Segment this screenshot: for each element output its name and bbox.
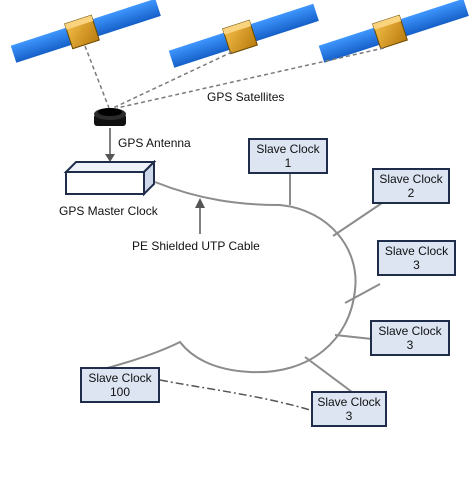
slave-clock-box: Slave Clock 3 — [370, 320, 450, 356]
satellite-icon — [10, 0, 161, 63]
slave-clock-box: Slave Clock 2 — [372, 168, 450, 204]
gps-master-clock-label: GPS Master Clock — [59, 204, 158, 218]
dash-dot-link — [159, 379, 311, 411]
slave-clock-number: 100 — [109, 385, 131, 399]
gps-master-clock-device — [63, 159, 157, 197]
gps-satellites-label: GPS Satellites — [207, 90, 285, 104]
slave-clock-number: 2 — [407, 186, 415, 200]
slave-clock-title: Slave Clock — [88, 371, 152, 385]
satellite-icon — [318, 0, 469, 63]
slave-clock-box: Slave Clock 3 — [377, 240, 456, 276]
gps-antenna-icon — [94, 108, 126, 126]
satellite-signal-lines — [84, 45, 385, 109]
satellite-icon — [168, 3, 319, 68]
slave-clock-title: Slave Clock — [379, 172, 443, 186]
slave-clock-box: Slave Clock 1 — [248, 138, 328, 174]
cable-branches — [289, 172, 383, 393]
slave-clock-title: Slave Clock — [378, 324, 442, 338]
cable-label: PE Shielded UTP Cable — [132, 239, 260, 253]
gps-antenna-label: GPS Antenna — [118, 136, 191, 150]
antenna-to-master-arrow — [105, 128, 115, 162]
slave-clock-box: Slave Clock 100 — [80, 367, 160, 403]
slave-clock-title: Slave Clock — [317, 395, 381, 409]
cable-pointer-arrow — [195, 198, 205, 234]
slave-clock-number: 3 — [413, 258, 420, 272]
slave-clock-box: Slave Clock 3 — [311, 391, 387, 427]
slave-clock-title: Slave Clock — [256, 142, 320, 156]
slave-clock-title: Slave Clock — [384, 244, 449, 258]
slave-clock-number: 1 — [284, 156, 292, 170]
slave-clock-number: 3 — [345, 409, 353, 423]
slave-clock-number: 3 — [406, 338, 414, 352]
